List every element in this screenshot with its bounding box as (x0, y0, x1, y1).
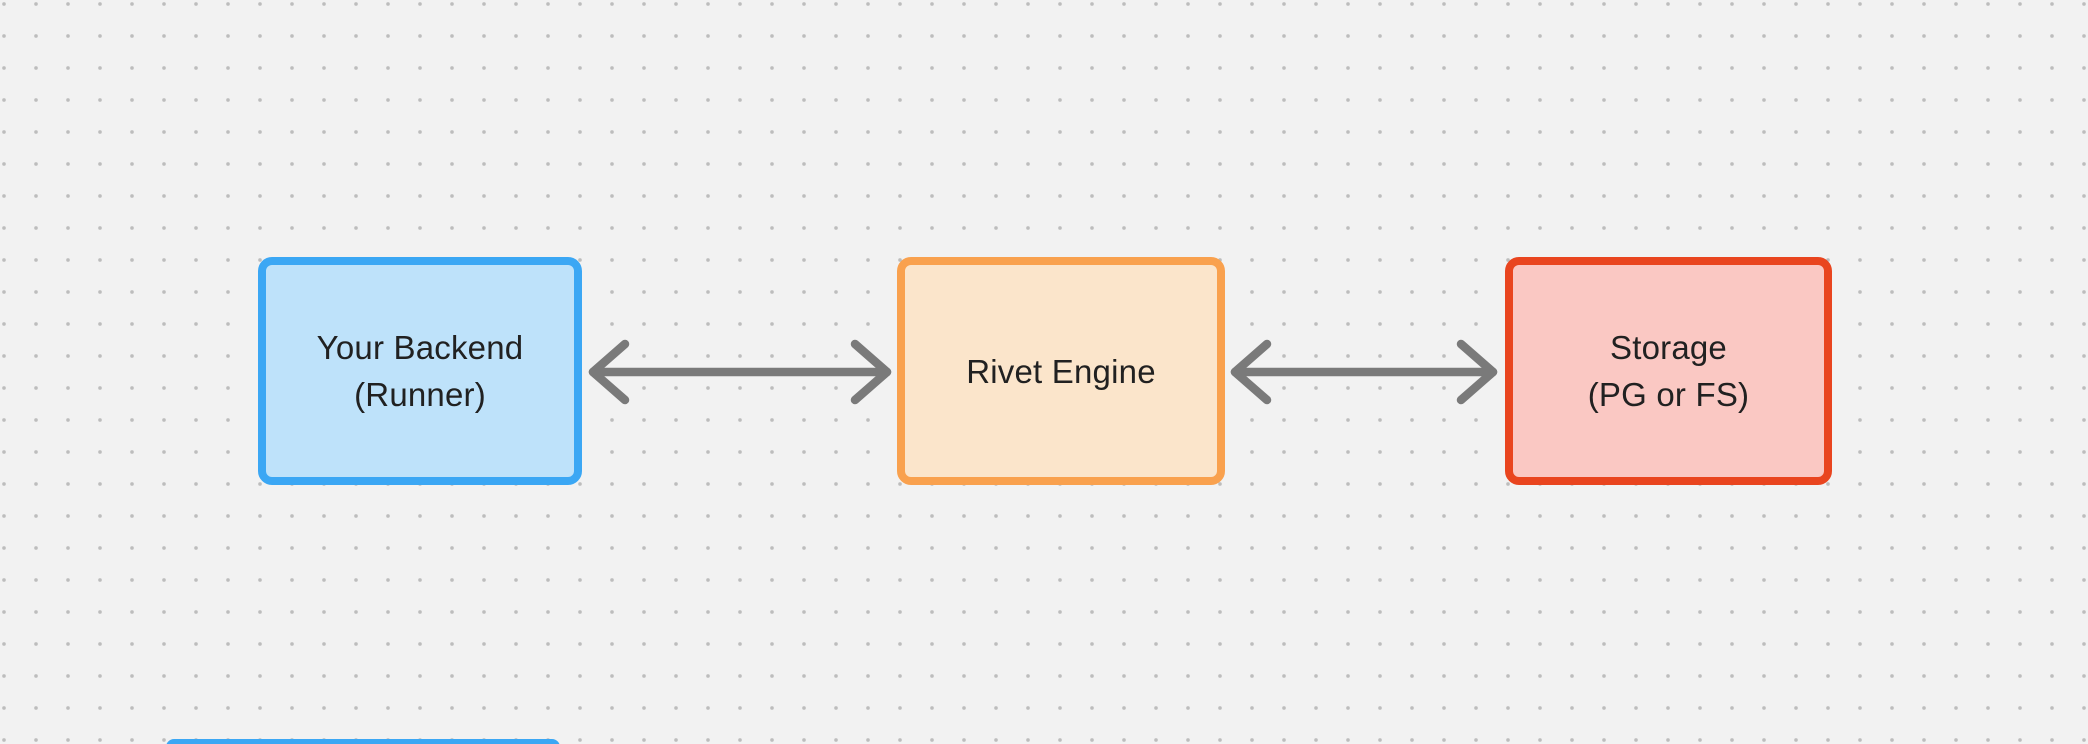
node-rivet-engine[interactable]: Rivet Engine (897, 257, 1225, 485)
node-label: Your Backend (316, 329, 524, 366)
arrowhead-right-icon (850, 339, 892, 405)
bidirectional-arrow-engine-storage[interactable] (1227, 327, 1501, 417)
bidirectional-arrow-backend-engine[interactable] (585, 327, 895, 417)
node-sublabel: (Runner) (354, 376, 486, 413)
arrowhead-right-icon (1456, 339, 1498, 405)
clipped-blue-shape[interactable] (166, 739, 560, 744)
node-your-backend[interactable]: Your Backend (Runner) (258, 257, 582, 485)
node-sublabel: (PG or FS) (1587, 376, 1750, 413)
node-storage[interactable]: Storage (PG or FS) (1505, 257, 1832, 485)
node-label: Storage (1610, 329, 1727, 366)
node-label: Rivet Engine (966, 352, 1156, 390)
